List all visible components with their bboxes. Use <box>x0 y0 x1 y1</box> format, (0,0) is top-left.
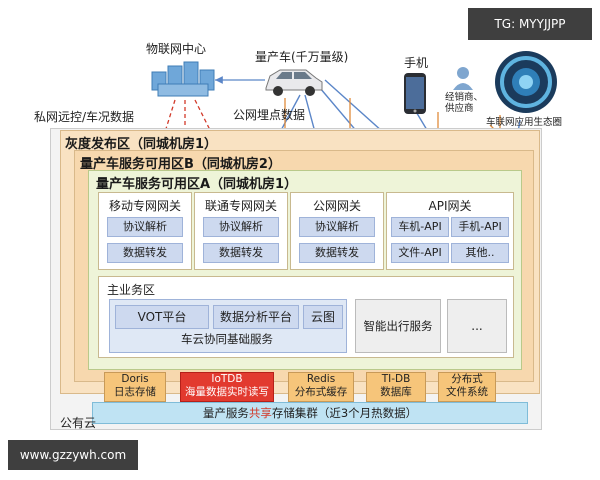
gray-release-title: 灰度发布区（同城机房1） <box>65 137 218 152</box>
ecosystem-label: 车联网应用生态圈 <box>486 117 563 128</box>
cloud-map: 云图 <box>303 305 343 329</box>
zone-a-title: 量产车服务可用区A（同城机房1） <box>96 177 298 192</box>
public-data-forward: 数据转发 <box>299 243 375 263</box>
shared-storage-cluster: 量产服务共享存储集群（近3个月热数据） <box>92 402 528 424</box>
zone-b-title: 量产车服务可用区B（同城机房2） <box>80 157 281 172</box>
main-business-area: 主业务区 VOT平台 数据分析平台 云图 车云协同基础服务 智能出行服务 ... <box>98 276 514 358</box>
api-gateway-title: API网关 <box>428 199 472 213</box>
watermark-bottom: www.gzzywh.com <box>8 440 138 470</box>
cluster-suffix: 存储集群（近3个月热数据） <box>271 406 418 420</box>
suv-car-icon <box>265 69 323 96</box>
unicom-protocol-parse: 协议解析 <box>203 217 279 237</box>
storage-iotdb: IoTDB 海量数据实时读写 <box>180 372 274 402</box>
mass-car-label: 量产车(千万量级) <box>255 50 349 64</box>
storage-tidb-desc: 数据库 <box>380 386 412 398</box>
dealer-label: 经销商、 供应商 <box>445 92 484 114</box>
analytics-platform: 数据分析平台 <box>213 305 299 329</box>
base-service-label: 车云协同基础服务 <box>181 332 273 346</box>
mobile-gateway: 移动专网网关 协议解析 数据转发 <box>98 192 192 270</box>
storage-iotdb-name: IoTDB <box>211 373 243 385</box>
api-other: 其他.. <box>451 243 509 263</box>
storage-redis: Redis 分布式缓存 <box>288 372 354 402</box>
api-car: 车机-API <box>391 217 449 237</box>
phone-label: 手机 <box>404 56 429 70</box>
iot-center-label: 物联网中心 <box>146 42 207 56</box>
api-gateway: API网关 车机-API 手机-API 文件-API 其他.. <box>386 192 514 270</box>
storage-iotdb-desc: 海量数据实时读写 <box>185 386 269 398</box>
api-file: 文件-API <box>391 243 449 263</box>
unicom-data-forward: 数据转发 <box>203 243 279 263</box>
mobile-data-forward: 数据转发 <box>107 243 183 263</box>
vot-platform: VOT平台 <box>115 305 209 329</box>
mobile-protocol-parse: 协议解析 <box>107 217 183 237</box>
storage-tidb: TI-DB 数据库 <box>366 372 426 402</box>
storage-doris: Doris 日志存储 <box>104 372 166 402</box>
unicom-gateway: 联通专网网关 协议解析 数据转发 <box>194 192 288 270</box>
server-cluster-icon <box>151 61 215 97</box>
storage-doris-name: Doris <box>121 373 149 385</box>
ecosystem-wheel-icon <box>495 51 557 113</box>
storage-tidb-name: TI-DB <box>381 373 411 385</box>
storage-dfs-name: 分布式 <box>451 373 483 385</box>
public-protocol-parse: 协议解析 <box>299 217 375 237</box>
storage-dfs-desc: 文件系统 <box>446 386 488 398</box>
public-gateway-title: 公网网关 <box>312 199 361 213</box>
cluster-prefix: 量产服务 <box>202 406 249 420</box>
unicom-gateway-title: 联通专网网关 <box>204 199 277 213</box>
api-phone: 手机-API <box>451 217 509 237</box>
public-tracking-label: 公网埋点数据 <box>233 108 306 122</box>
private-net-label: 私网远控/车况数据 <box>34 110 135 124</box>
public-gateway: 公网网关 协议解析 数据转发 <box>290 192 384 270</box>
watermark-top: TG: MYYJJPP <box>468 8 592 40</box>
phone-icon <box>404 73 426 114</box>
mobile-gateway-title: 移动专网网关 <box>108 199 181 213</box>
storage-dfs: 分布式 文件系统 <box>438 372 496 402</box>
main-business-title: 主业务区 <box>107 283 156 297</box>
cluster-highlight: 共享 <box>248 406 272 420</box>
storage-redis-name: Redis <box>306 373 336 385</box>
storage-redis-desc: 分布式缓存 <box>294 386 348 398</box>
public-cloud-title: 公有云 <box>60 416 97 430</box>
smart-travel-service: 智能出行服务 <box>355 299 441 353</box>
person-icon <box>453 67 473 90</box>
storage-doris-desc: 日志存储 <box>114 386 156 398</box>
more-services: ... <box>447 299 507 353</box>
